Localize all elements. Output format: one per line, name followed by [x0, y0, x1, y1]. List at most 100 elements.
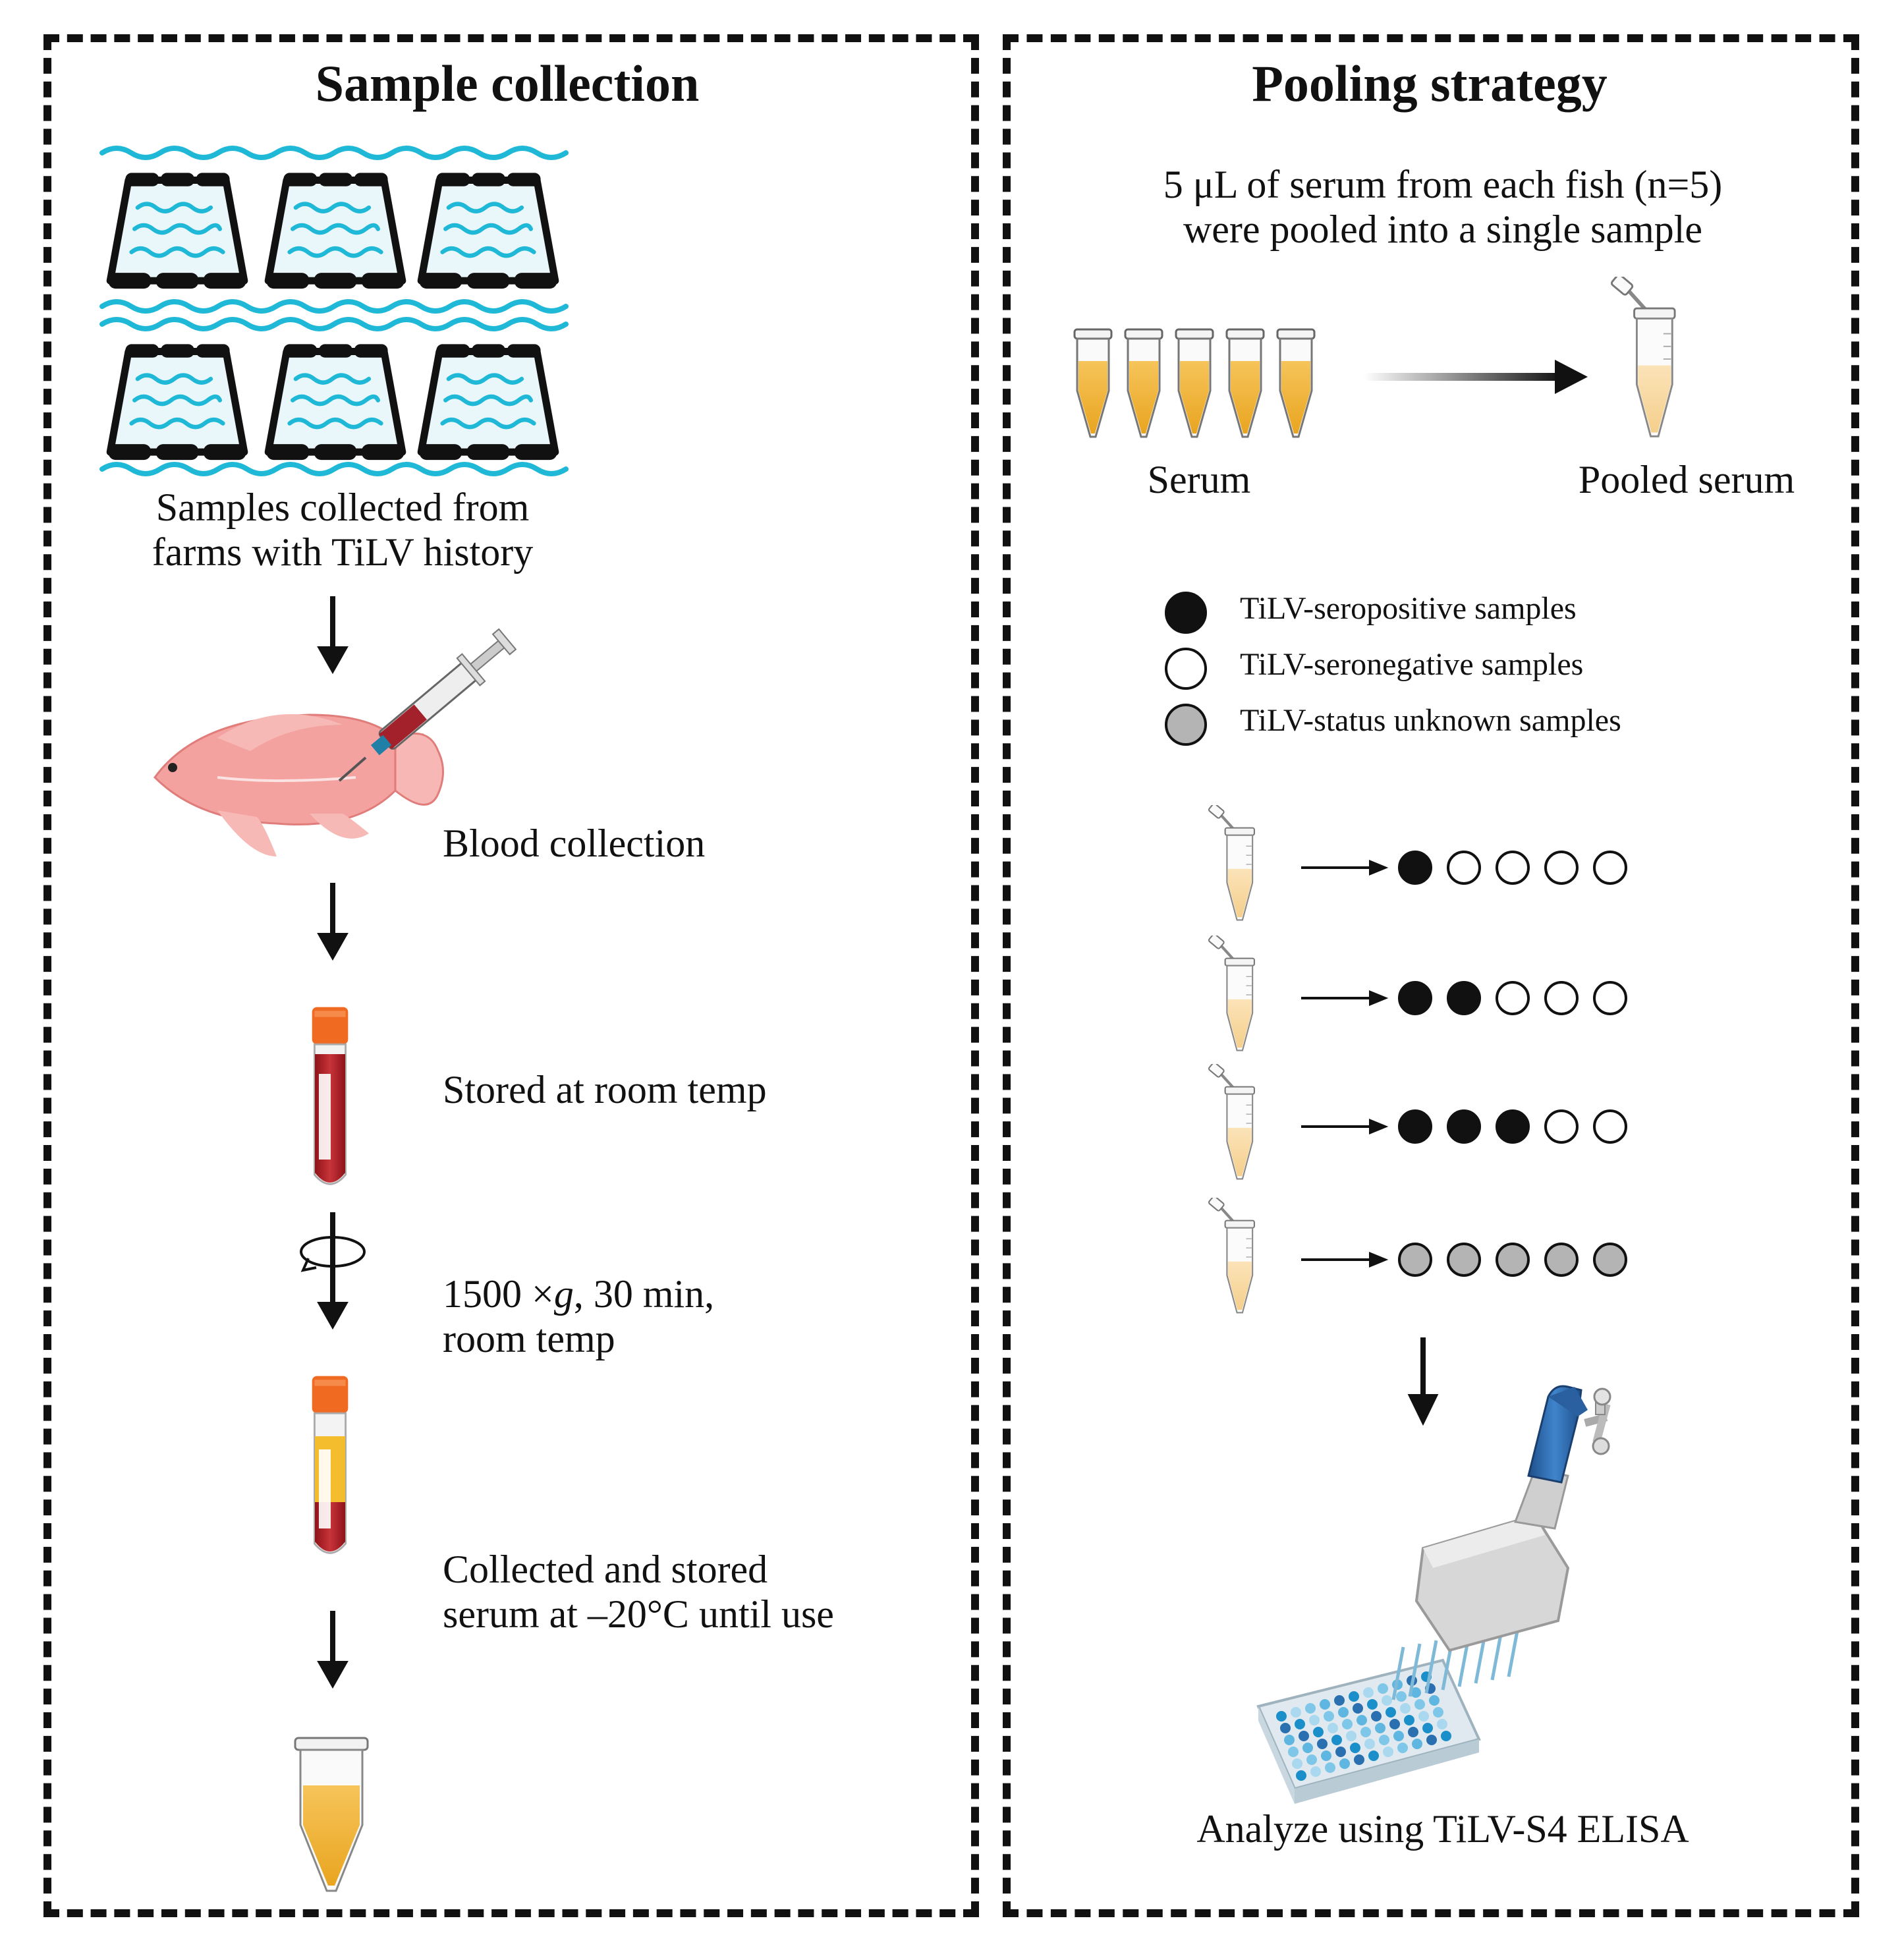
pool-2-sample-3-negative — [1496, 981, 1530, 1015]
pooled-serum-tube — [1611, 274, 1675, 437]
fish-cage-5 — [266, 344, 404, 460]
step-centrifuge: 1500 ×g, 30 min, room temp — [443, 1272, 943, 1361]
plate-well — [1411, 1687, 1421, 1698]
step-stored-room-temp: Stored at room temp — [443, 1068, 767, 1111]
pool-tube-3 — [1208, 1062, 1254, 1179]
plate-well — [1422, 1723, 1433, 1733]
legend-label-unknown: TiLV-status unknown samples — [1240, 703, 1621, 738]
farm-caption-line-1: Samples collected from — [155, 486, 530, 529]
pool-3-sample-1-positive — [1398, 1109, 1432, 1144]
plate-well — [1363, 1687, 1374, 1698]
plate-well — [1328, 1723, 1338, 1733]
blood-tube-whole — [311, 1006, 349, 1185]
plate-well — [1291, 1707, 1301, 1718]
left-flow-arrows — [317, 596, 349, 1689]
plate-well — [1441, 1731, 1451, 1741]
centrifuge-time: , 30 min, — [573, 1272, 715, 1316]
pooling-intro-line-2: were pooled into a single sample — [1183, 208, 1703, 251]
pool-4-sample-1-unknown — [1398, 1243, 1432, 1277]
serum-storage-line-2: serum at –20°C until use — [443, 1592, 834, 1636]
legend-markers — [1165, 592, 1207, 746]
water-waves — [99, 146, 569, 476]
plate-well — [1342, 1719, 1353, 1729]
plate-well — [1364, 1739, 1375, 1749]
pool-tubes — [1208, 803, 1254, 1313]
step-blood-collection: Blood collection — [443, 822, 706, 865]
plate-well — [1313, 1727, 1324, 1737]
pool-4-sample-4-unknown — [1544, 1243, 1579, 1277]
pool-4-sample-5-unknown — [1593, 1243, 1627, 1277]
plate-well — [1396, 1691, 1407, 1702]
plate-well — [1325, 1762, 1335, 1773]
elisa-caption: Analyze using TiLV-S4 ELISA — [1196, 1807, 1689, 1851]
elisa-plate — [1256, 1658, 1481, 1804]
plate-well — [1320, 1699, 1330, 1710]
plate-well — [1437, 1719, 1447, 1729]
pool-3-sample-2-positive — [1447, 1109, 1481, 1144]
plate-well — [1360, 1727, 1371, 1737]
plate-well — [1393, 1731, 1404, 1741]
legend-label-seropositive: TiLV-seropositive samples — [1240, 591, 1577, 626]
fish-cage-1 — [108, 173, 246, 289]
plate-well — [1346, 1731, 1357, 1741]
pool-2-sample-4-negative — [1544, 981, 1579, 1015]
pool-tube-1 — [1208, 803, 1254, 920]
plate-well — [1433, 1707, 1443, 1718]
pool-3-sample-4-negative — [1544, 1109, 1579, 1144]
pooling-strategy-title: Pooling strategy — [1252, 55, 1608, 112]
plate-well — [1295, 1719, 1305, 1729]
fish-cage-3 — [419, 173, 557, 289]
fish-illustration — [154, 714, 444, 856]
pooling-strategy-panel — [1003, 34, 1859, 1917]
pool-tube-2 — [1208, 934, 1254, 1051]
centrifuge-speed: 1500 × — [443, 1272, 554, 1316]
pool-arrows — [1301, 860, 1389, 1268]
plate-well — [1404, 1715, 1414, 1725]
sample-collection-title: Sample collection — [315, 55, 700, 112]
plate-well — [1296, 1770, 1306, 1781]
plate-well — [1280, 1723, 1291, 1733]
farm-caption-line-2: farms with TiLV history — [152, 530, 534, 574]
plate-well — [1429, 1695, 1440, 1706]
plate-well — [1371, 1711, 1382, 1722]
plate-well — [1331, 1735, 1342, 1745]
farm-caption: Samples collected from farms with TiLV h… — [79, 485, 606, 574]
pooling-intro: 5 μL of serum from each fish (n=5) were … — [1061, 162, 1825, 252]
pool-1-sample-1-positive — [1398, 851, 1432, 885]
blood-tube-separated — [311, 1375, 349, 1554]
serum-storage-line-1: Collected and stored — [443, 1548, 768, 1591]
serum-tubes — [1073, 328, 1316, 438]
legend-marker-unknown — [1165, 704, 1207, 746]
plate-well — [1288, 1747, 1299, 1757]
pool-2-sample-1-positive — [1398, 981, 1432, 1015]
plate-well — [1397, 1743, 1408, 1753]
plate-well — [1353, 1703, 1363, 1714]
pooled-serum-label: Pooled serum — [1578, 458, 1795, 501]
plate-well — [1375, 1723, 1385, 1733]
plate-well — [1408, 1727, 1418, 1737]
plate-well — [1276, 1711, 1287, 1722]
pool-2-sample-5-negative — [1593, 981, 1627, 1015]
pool-1-sample-4-negative — [1544, 851, 1579, 885]
plate-well — [1379, 1735, 1389, 1745]
plate-well — [1339, 1758, 1350, 1769]
plate-well — [1309, 1715, 1320, 1725]
centrifuge-temp: room temp — [443, 1317, 615, 1360]
plate-well — [1414, 1699, 1425, 1710]
pool-tube-4 — [1208, 1196, 1254, 1313]
syringe-icon — [338, 628, 517, 782]
plate-well — [1354, 1754, 1364, 1765]
plate-well — [1334, 1695, 1345, 1706]
fish-cages — [108, 173, 557, 460]
legend-label-seronegative: TiLV-seronegative samples — [1240, 647, 1584, 682]
serum-label: Serum — [1147, 458, 1251, 501]
pool-4-sample-3-unknown — [1496, 1243, 1530, 1277]
plate-well — [1321, 1750, 1331, 1761]
plate-well — [1305, 1703, 1316, 1714]
plate-well — [1317, 1739, 1328, 1749]
pool-2-sample-2-positive — [1447, 981, 1481, 1015]
elisa-arrow — [1407, 1337, 1439, 1426]
plate-well — [1350, 1743, 1360, 1753]
plate-well — [1378, 1683, 1388, 1694]
